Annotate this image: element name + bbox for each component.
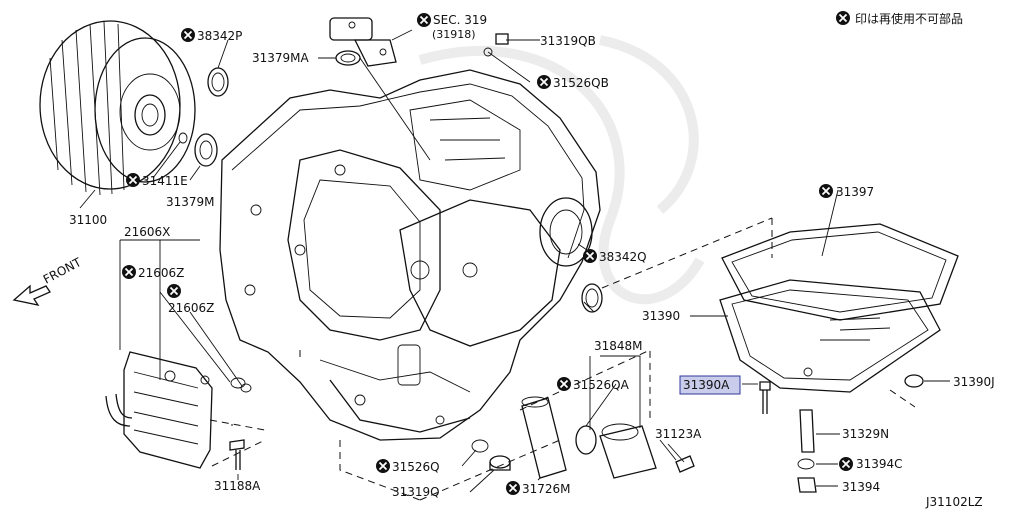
front-label: FRONT	[41, 255, 84, 287]
x-icon-31397	[819, 184, 833, 198]
x-icon-21606Z-a	[122, 265, 136, 279]
label-31379M: 31379M	[166, 195, 215, 209]
gasket-31397	[721, 223, 959, 321]
nut-31394	[797, 477, 817, 493]
x-icon-38342P	[181, 28, 195, 42]
label-31319Q: 31319Q	[392, 485, 440, 499]
label-21606Z-a: 21606Z	[138, 266, 184, 280]
label-31123A: 31123A	[655, 427, 702, 441]
drain-bolt-31329N	[799, 409, 815, 453]
sensor-sec-319	[329, 17, 397, 67]
label-sec-319-sub: (31918)	[432, 28, 476, 41]
x-icon-31394C	[839, 457, 853, 471]
legend-text: 印は再使用不可部品	[855, 11, 963, 26]
label-31100: 31100	[69, 213, 107, 227]
x-icon-21606Z-b	[167, 284, 181, 298]
label-38342Q: 38342Q	[599, 250, 647, 264]
label-31526QB: 31526QB	[553, 76, 609, 90]
label-31319QB: 31319QB	[540, 34, 596, 48]
label-31526Q: 31526Q	[392, 460, 440, 474]
highlight-31390A	[679, 375, 741, 395]
label-31526QA: 31526QA	[573, 378, 630, 392]
ring-31379MA	[335, 50, 361, 66]
o-rings-21606Z	[230, 377, 252, 393]
label-21606Z-b: 21606Z	[168, 301, 214, 315]
gasket-31526QA	[575, 425, 597, 455]
label-31726M: 31726M	[522, 482, 571, 496]
legend: 印は再使用不可部品	[836, 11, 963, 26]
x-icon-31411E	[126, 173, 140, 187]
filter-cover-31848M	[599, 423, 657, 479]
filter-31726M	[521, 396, 567, 479]
o-ring-31411E	[178, 132, 188, 144]
watermark	[418, 35, 705, 305]
front-arrow: FRONT	[12, 255, 84, 306]
non-reusable-markers	[122, 13, 853, 495]
leader-lines	[79, 29, 950, 493]
plug-31319Q	[489, 455, 511, 471]
part-labels: 38342P 31411E 31379M 31100 31379MA SEC. …	[69, 13, 995, 509]
label-31390J: 31390J	[953, 375, 995, 389]
seal-38342Q	[581, 283, 603, 313]
x-icon-31526QB	[537, 75, 551, 89]
x-icon-sec319	[417, 13, 431, 27]
non-reusable-x-icon	[836, 11, 850, 25]
label-sec-319: SEC. 319	[433, 13, 487, 27]
label-38342P: 38342P	[197, 29, 242, 43]
label-31394C: 31394C	[856, 457, 903, 471]
label-31379MA: 31379MA	[252, 51, 310, 65]
seal-31379M	[194, 133, 218, 167]
oil-seal-38342P	[207, 67, 229, 97]
label-31390: 31390	[642, 309, 680, 323]
label-31411E: 31411E	[142, 174, 188, 188]
diagram-code: J31102LZ	[925, 495, 983, 509]
magnet-31390J	[904, 374, 924, 388]
x-icon-31526Q	[376, 459, 390, 473]
oil-pan-31390	[719, 279, 941, 393]
torque-converter	[39, 20, 196, 196]
bolt-31390A	[759, 381, 771, 414]
oil-cooler	[105, 351, 213, 469]
dashed-guides	[209, 217, 916, 501]
label-31188A: 31188A	[214, 479, 261, 493]
washer-31394C	[797, 458, 815, 470]
drain-plug-31319QB	[483, 33, 509, 57]
label-31329N: 31329N	[842, 427, 889, 441]
bolt-31123A	[667, 443, 695, 473]
gasket-31526Q	[471, 439, 489, 453]
label-31848M: 31848M	[594, 339, 643, 353]
bolt-31188A	[229, 439, 245, 470]
label-31390A: 31390A	[683, 378, 730, 392]
label-21606X: 21606X	[124, 225, 170, 239]
x-icon-31526QA	[557, 377, 571, 391]
label-31397: 31397	[836, 185, 874, 199]
x-icon-31726M	[506, 481, 520, 495]
label-31394: 31394	[842, 480, 880, 494]
x-icon-38342Q	[583, 249, 597, 263]
transaxle-case	[219, 69, 601, 441]
